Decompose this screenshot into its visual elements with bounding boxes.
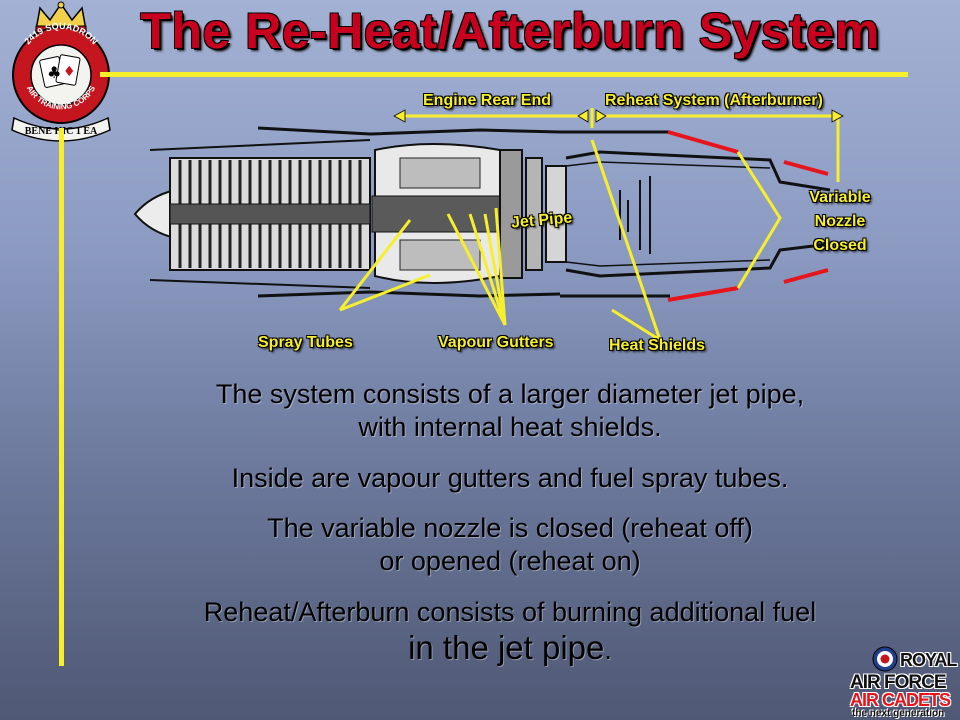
paragraph-jet-pipe: The system consists of a larger diameter… [60,378,960,444]
paragraph-nozzle: The variable nozzle is closed (reheat of… [60,512,960,578]
label-spray-tubes: Spray Tubes [258,334,353,351]
variable-nozzle-segments [667,130,829,302]
label-heat-shields: Heat Shields [609,337,706,354]
label-variable-nozzle-line1: Variable [809,189,871,206]
combustion-section [371,143,501,284]
paragraph-reheat-emphasis: in the jet pipe [408,629,605,666]
logo-line-air-force: AIR FORCE [850,672,946,693]
paragraph-reheat-period: . [604,635,612,665]
label-variable-nozzle-line3: Closed [813,237,867,254]
logo-line-royal: ROYAL [900,650,957,670]
raf-air-cadets-logo: ROYAL AIR FORCE AIR CADETS the next gene… [838,640,958,720]
raf-roundel-icon [872,646,898,672]
paragraph-jet-pipe-line2: with internal heat shields. [358,412,662,442]
svg-text:♦: ♦ [63,64,76,80]
label-variable-nozzle-line2: Nozzle [814,213,866,230]
compressor-section [169,157,371,271]
label-variable-nozzle: Variable Nozzle Closed [790,186,890,258]
left-rule [59,128,64,666]
paragraph-reheat-line1: Reheat/Afterburn consists of burning add… [203,597,817,627]
paragraph-gutters: Inside are vapour gutters and fuel spray… [231,463,789,493]
playing-cards-icon: ♣ ♦ [39,54,81,88]
paragraph-nozzle-line2: or opened (reheat on) [379,546,641,576]
svg-text:♣: ♣ [47,63,61,82]
label-engine-rear-end: Engine Rear End [423,92,552,109]
callout-lines [338,108,840,342]
paragraph-jet-pipe-line1: The system consists of a larger diameter… [215,379,805,409]
label-reheat-system: Reheat System (Afterburner) [605,92,823,109]
label-vapour-gutters: Vapour Gutters [438,334,554,351]
heat-shield-slats [619,176,651,254]
slide-title: The Re-Heat/Afterburn System [140,3,880,59]
turbine-section [499,149,567,279]
logo-line-air-cadets: AIR CADETS [850,690,951,710]
paragraph-reheat: Reheat/Afterburn consists of burning add… [60,596,960,669]
paragraph-nozzle-line1: The variable nozzle is closed (reheat of… [267,513,753,543]
paragraph-reheat-line2: in the jet pipe. [60,629,960,669]
top-rule [100,72,908,77]
logo-line-tagline: the next generation [852,708,945,719]
